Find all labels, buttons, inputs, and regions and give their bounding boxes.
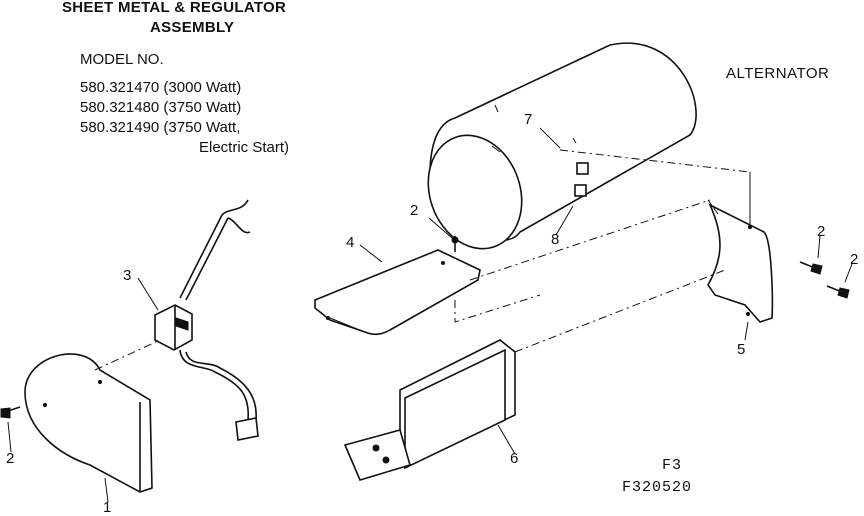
callout-leaders	[7, 127, 853, 503]
model-line-1: 580.321470 (3000 Watt)	[80, 79, 242, 96]
callout-6: 6	[510, 450, 519, 467]
alternator-cylinder	[427, 42, 697, 250]
callout-7: 7	[524, 111, 533, 128]
screw-left	[0, 406, 21, 419]
callout-1: 1	[103, 499, 112, 516]
screw-center	[451, 236, 459, 252]
connector-blocks	[559, 149, 751, 197]
figure-label: F3	[662, 457, 683, 474]
regulator-mount-box	[343, 269, 726, 481]
top-cover-plate	[314, 199, 711, 336]
alternator-label: ALTERNATOR	[726, 65, 830, 82]
callout-4: 4	[346, 234, 355, 251]
model-line-2: 580.321480 (3750 Watt)	[80, 99, 242, 116]
callout-2-right-a: 2	[817, 223, 826, 240]
model-line-4: Electric Start)	[199, 139, 290, 156]
regulator	[154, 199, 259, 441]
callout-2-left: 2	[6, 450, 15, 467]
drawing-code: F320520	[622, 479, 693, 496]
callout-8: 8	[551, 231, 560, 248]
title-line-1: SHEET METAL & REGULATOR	[62, 0, 287, 16]
screw-right-b	[826, 285, 850, 299]
callout-5: 5	[737, 341, 746, 358]
callout-2-center: 2	[410, 202, 419, 219]
title-line-2: ASSEMBLY	[150, 19, 235, 36]
model-label: MODEL NO.	[80, 51, 164, 68]
end-panel	[24, 339, 161, 493]
screw-right-a	[799, 261, 823, 275]
alternator-bracket	[707, 172, 774, 323]
callout-2-right-b: 2	[850, 251, 859, 268]
model-line-3: 580.321490 (3750 Watt,	[80, 119, 241, 136]
callout-3: 3	[123, 267, 132, 284]
